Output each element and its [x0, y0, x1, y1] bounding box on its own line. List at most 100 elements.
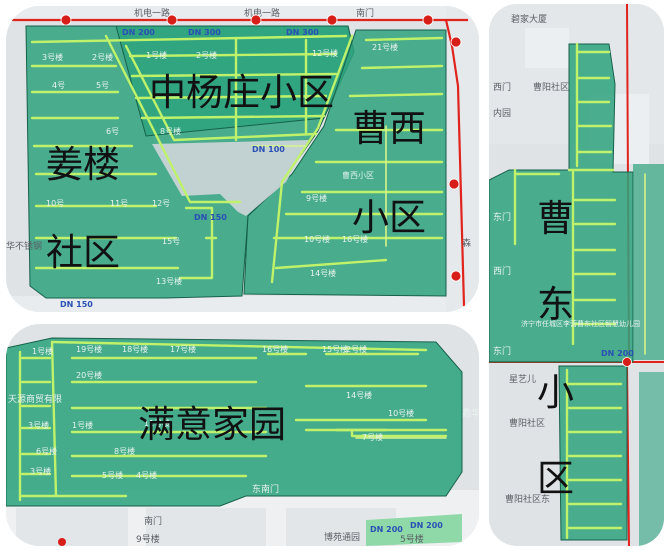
pipe-network [513, 42, 646, 540]
svg-text:14号楼: 14号楼 [346, 390, 372, 400]
district-caodong-north [489, 43, 634, 363]
svg-text:15号: 15号 [162, 237, 180, 246]
map-canvas: 机电一路 机电一路 南门 DN 200 DN 300 DN 300 DN 100… [6, 6, 479, 312]
road-label: 南门 [356, 7, 374, 19]
poi-label: 曹阳社区东 [505, 493, 550, 505]
building-labels: 3号楼 2号楼 1号楼 2号楼 12号楼 21号楼 4号 5号 6号 8号楼 1… [42, 42, 398, 286]
svg-text:15号楼: 15号楼 [322, 344, 348, 354]
svg-text:9号楼: 9号楼 [306, 193, 327, 203]
svg-text:2号楼: 2号楼 [346, 344, 367, 354]
poi-label: 西门 [493, 265, 511, 277]
district-name-char: 区 [537, 457, 574, 500]
poi-label: 曹阳社区 [509, 417, 545, 429]
svg-text:11号: 11号 [110, 199, 128, 208]
svg-text:3号楼: 3号楼 [30, 466, 51, 476]
dn-label: DN 150 [194, 213, 227, 222]
road-label: 5号楼 [400, 533, 424, 545]
poi-label: 鑫华 [462, 407, 479, 419]
svg-text:20号楼: 20号楼 [76, 370, 102, 380]
pipe-network [30, 34, 444, 284]
poi-label: 东门 [493, 211, 511, 223]
poi-label: 华不锈钢 [6, 240, 42, 252]
building-labels: 1号楼 19号楼 18号楼 17号楼 16号楼 15号楼 20号楼 3号楼 1号… [28, 344, 414, 480]
poi-label: 济宁市任城区李营曹东社区智慧幼儿园 [521, 319, 640, 328]
map-panel-caodong[interactable]: 碧家大厦 曹阳社区 西门 内园 东门 西门 济宁市任城区李营曹东社区智慧幼儿园 … [489, 4, 664, 546]
poi-label: 星艺儿 [509, 374, 536, 385]
svg-text:2号楼: 2号楼 [196, 50, 217, 60]
svg-text:1号楼: 1号楼 [146, 50, 167, 60]
svg-text:10号: 10号 [46, 199, 64, 208]
dn-label: DN 200 [122, 28, 155, 37]
road-label: 博苑通园 [324, 531, 360, 543]
svg-text:14号楼: 14号楼 [310, 268, 336, 278]
road-label: 机电一路 [244, 7, 280, 19]
svg-text:11号楼: 11号楼 [144, 418, 170, 428]
map-canvas: 碧家大厦 曹阳社区 西门 内园 东门 西门 济宁市任城区李营曹东社区智慧幼儿园 … [489, 4, 664, 546]
district-manyi [6, 337, 463, 507]
district-name-char: 小 [537, 371, 574, 414]
valve-icon [622, 357, 632, 367]
courtyard [152, 140, 310, 216]
district-name-char: 曹 [537, 197, 574, 240]
svg-text:5号: 5号 [96, 81, 109, 90]
poi-label: 曹西小区 [342, 170, 374, 180]
valve-icon [60, 14, 462, 282]
svg-text:10号楼: 10号楼 [304, 234, 330, 244]
main-water-line-east [444, 19, 466, 307]
road-label: 南门 [144, 515, 162, 527]
svg-text:2号楼: 2号楼 [92, 52, 113, 62]
svg-text:12号: 12号 [152, 199, 170, 208]
svg-text:1号楼: 1号楼 [72, 420, 93, 430]
map-panel-manyi-jiayuan[interactable]: 1号楼 19号楼 18号楼 17号楼 16号楼 15号楼 20号楼 3号楼 1号… [6, 324, 479, 546]
road-south [6, 296, 479, 312]
dn-label: DN 100 [252, 145, 285, 154]
svg-text:6号: 6号 [106, 127, 119, 136]
poi-label: 西门 [493, 81, 511, 93]
valve-icon [58, 538, 66, 546]
poi-label: 碧家大厦 [511, 13, 547, 25]
dn-label: DN 300 [188, 28, 221, 37]
svg-text:5号楼: 5号楼 [102, 470, 123, 480]
district-name-manyi: 满意家园 [138, 403, 286, 446]
road-label: 东南门 [252, 483, 279, 495]
svg-text:18号楼: 18号楼 [122, 344, 148, 354]
svg-text:7号楼: 7号楼 [362, 432, 383, 442]
dn-label: DN 150 [60, 300, 93, 309]
svg-text:16号楼: 16号楼 [262, 344, 288, 354]
svg-text:8号楼: 8号楼 [114, 446, 135, 456]
svg-text:19号楼: 19号楼 [76, 344, 102, 354]
park-area [366, 514, 462, 546]
svg-text:4号楼: 4号楼 [136, 470, 157, 480]
svg-text:3号楼: 3号楼 [42, 52, 63, 62]
svg-text:12号楼: 12号楼 [312, 48, 338, 58]
pipe-network [18, 340, 448, 502]
district-caodong-south [558, 365, 628, 541]
svg-text:1号楼: 1号楼 [32, 346, 53, 356]
poi-label: 曹阳社区 [533, 81, 569, 93]
svg-text:21号楼: 21号楼 [372, 42, 398, 52]
dn-label: DN 200 [410, 521, 443, 530]
poi-label: 东门 [493, 345, 511, 357]
poi-label: 天源商贸有限 [8, 393, 62, 405]
svg-text:3号楼: 3号楼 [28, 420, 49, 430]
svg-text:13号楼: 13号楼 [156, 276, 182, 286]
poi-label: 森 [462, 237, 471, 249]
road-north [6, 6, 479, 20]
svg-text:8号楼: 8号楼 [160, 126, 181, 136]
road-label: 机电一路 [134, 7, 170, 19]
district-name-zhongyangzhuang: 中杨庄小区 [149, 71, 334, 114]
map-canvas: 1号楼 19号楼 18号楼 17号楼 16号楼 15号楼 20号楼 3号楼 1号… [6, 337, 479, 546]
svg-text:17号楼: 17号楼 [170, 344, 196, 354]
svg-text:6号楼: 6号楼 [36, 446, 57, 456]
svg-text:10号楼: 10号楼 [388, 408, 414, 418]
dn-label: DN 200 [601, 349, 634, 358]
district-name-jianglou: 姜楼 [46, 143, 120, 186]
district-name-caoxi: 曹西 [352, 107, 426, 150]
svg-text:16号楼: 16号楼 [342, 234, 368, 244]
poi-label: 内园 [493, 107, 511, 119]
map-panel-zhongyangzhuang-caoxi-jianglou[interactable]: 机电一路 机电一路 南门 DN 200 DN 300 DN 300 DN 100… [6, 6, 479, 312]
dn-label: DN 300 [286, 28, 319, 37]
district-name-jianglou-2: 社区 [46, 231, 120, 274]
dn-label: DN 200 [370, 525, 403, 534]
district-name-char: 东 [537, 283, 574, 326]
